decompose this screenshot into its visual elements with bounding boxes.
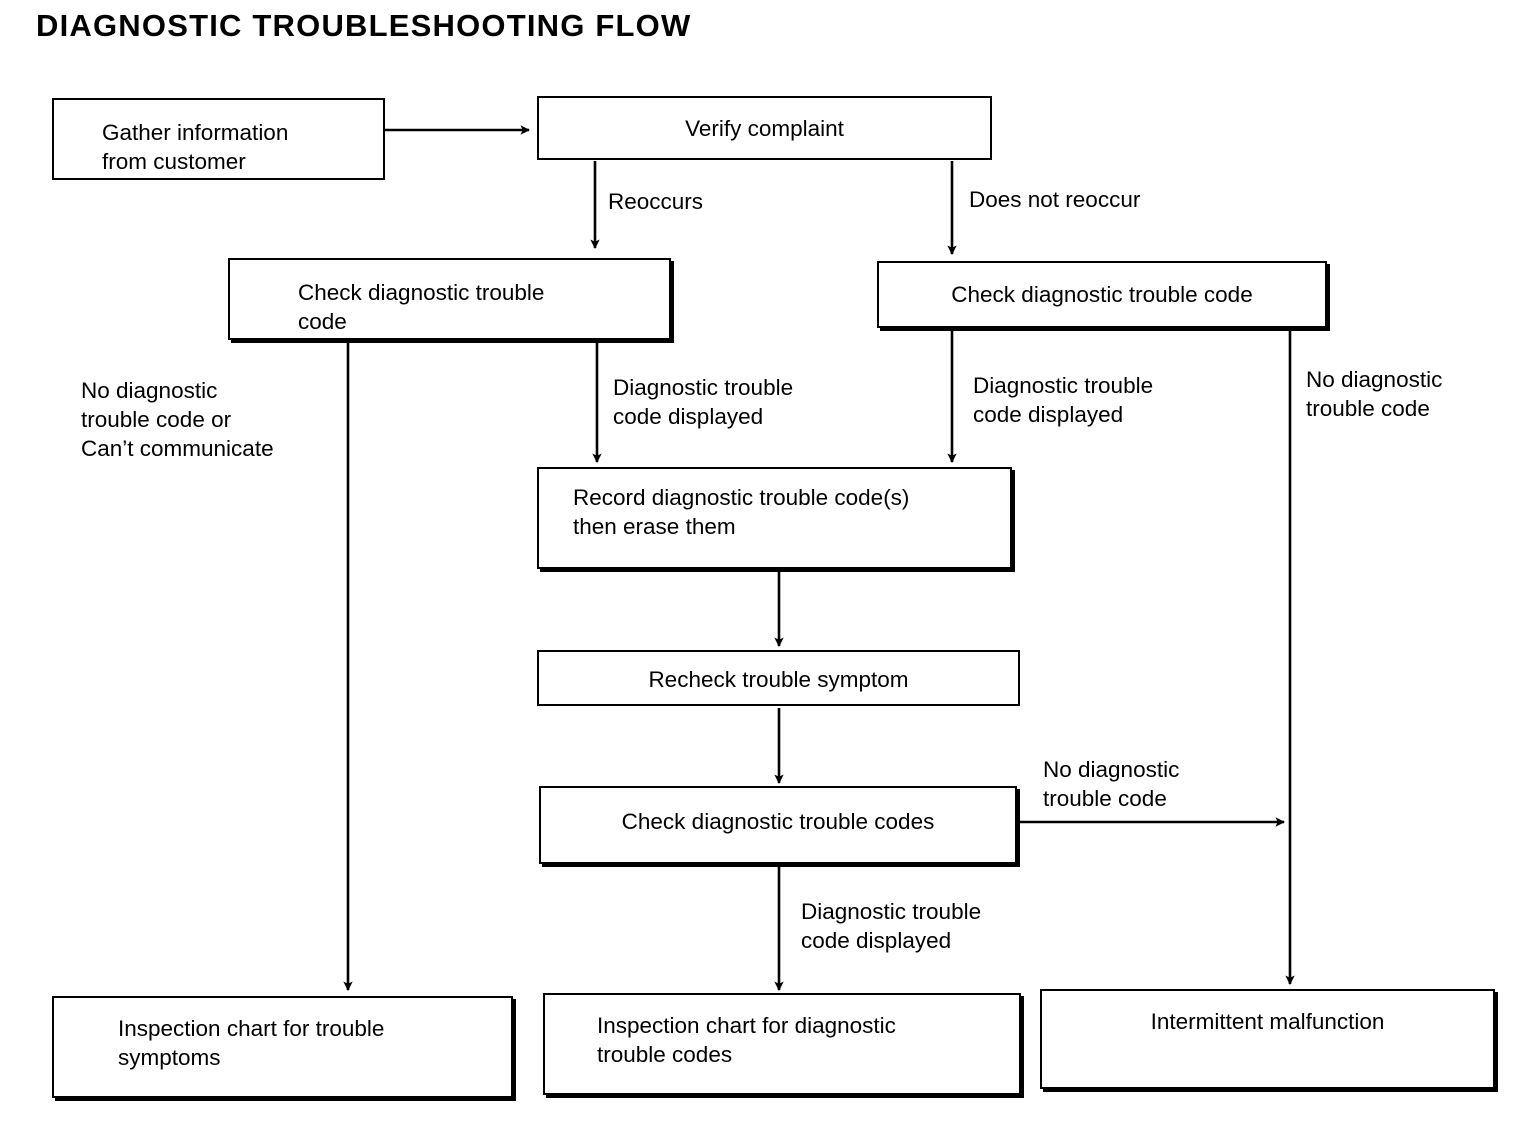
node-label: Check diagnostic trouble code <box>951 282 1253 307</box>
node-label: Inspection chart for trouble symptoms <box>118 1016 385 1070</box>
edge-label-no-dtc-from-check-codes: No diagnostic trouble code <box>1043 757 1180 811</box>
node-label: Check diagnostic trouble codes <box>621 809 935 834</box>
edge-label-no-dtc-right-branch: No diagnostic trouble code <box>1306 367 1443 421</box>
edge-label-dtc-displayed-from-check-right: Diagnostic trouble code displayed <box>973 373 1154 427</box>
node-intermittent-malfunction[interactable]: Intermittent malfunction <box>1040 989 1495 1089</box>
edge-label-dtc-displayed-from-check-codes: Diagnostic trouble code displayed <box>801 899 982 953</box>
node-check-diagnostic-trouble-code-left[interactable]: Check diagnostic trouble code <box>228 258 671 340</box>
node-label: Recheck trouble symptom <box>648 667 909 692</box>
node-check-diagnostic-trouble-code-right[interactable]: Check diagnostic trouble code <box>877 261 1327 328</box>
node-verify-complaint[interactable]: Verify complaint <box>537 96 992 160</box>
node-inspection-chart-diagnostic-codes[interactable]: Inspection chart for diagnostic trouble … <box>543 993 1021 1095</box>
node-check-diagnostic-trouble-codes[interactable]: Check diagnostic trouble codes <box>539 786 1017 864</box>
node-label: Gather information from customer <box>102 120 289 174</box>
node-label: Check diagnostic trouble code <box>298 280 545 334</box>
edge-label-does-not-reoccur: Does not reoccur <box>969 187 1141 212</box>
node-label: Intermittent malfunction <box>1150 1009 1385 1034</box>
page-title: DIAGNOSTIC TROUBLESHOOTING FLOW <box>36 8 692 43</box>
node-label: Verify complaint <box>685 116 844 141</box>
edge-label-no-dtc-or-cant-communicate: No diagnostic trouble code or Can’t comm… <box>81 378 274 461</box>
node-recheck-trouble-symptom[interactable]: Recheck trouble symptom <box>537 650 1020 706</box>
edge-label-reoccurs: Reoccurs <box>608 189 704 214</box>
node-gather-information[interactable]: Gather information from customer <box>52 98 385 180</box>
edge-label-dtc-displayed-from-check-left: Diagnostic trouble code displayed <box>613 375 794 429</box>
node-label: Inspection chart for diagnostic trouble … <box>597 1013 896 1067</box>
node-record-erase-codes[interactable]: Record diagnostic trouble code(s) then e… <box>537 467 1012 569</box>
node-inspection-chart-trouble-symptoms[interactable]: Inspection chart for trouble symptoms <box>52 996 513 1098</box>
node-label: Record diagnostic trouble code(s) then e… <box>573 485 910 539</box>
